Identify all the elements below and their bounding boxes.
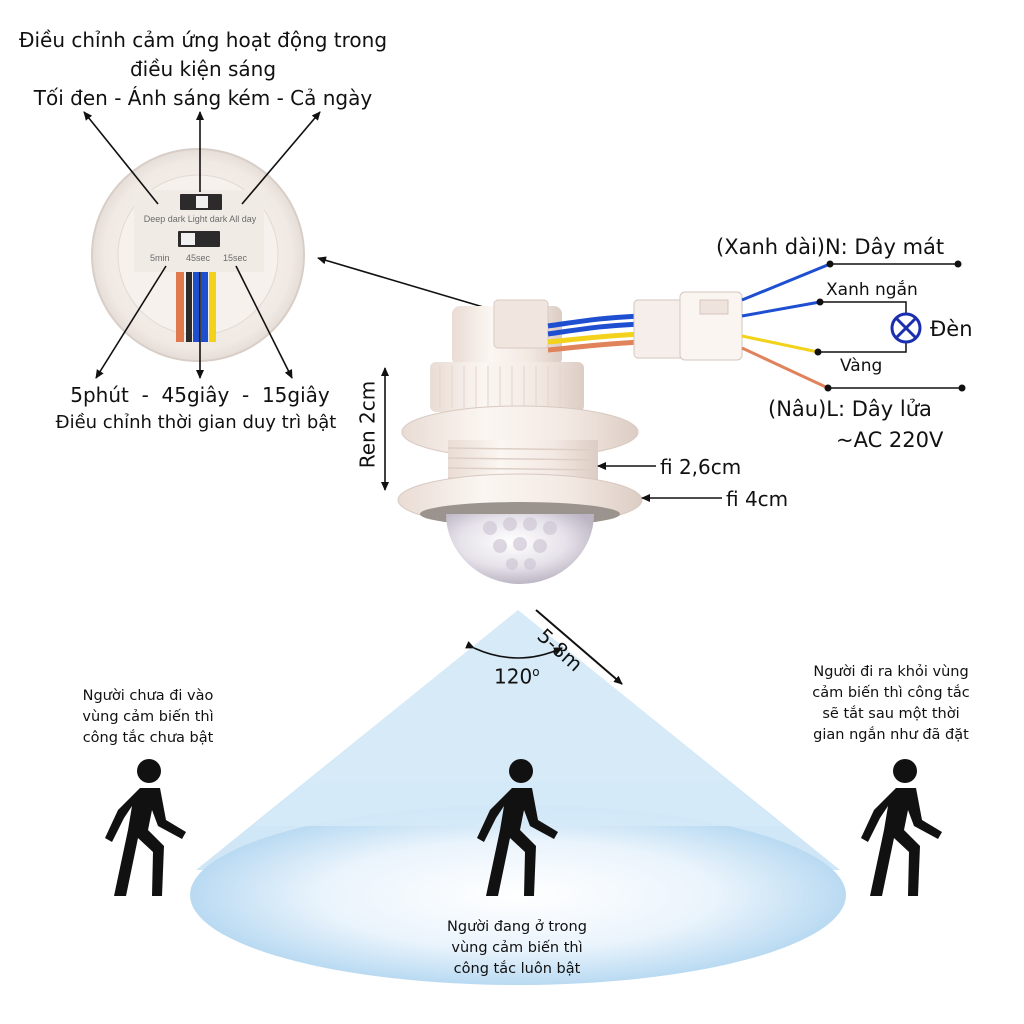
inner-diameter-label: fi 2,6cm xyxy=(660,455,742,479)
left-caption-line2: vùng cảm biến thì xyxy=(82,709,214,725)
time-label-5min: 5min xyxy=(150,253,170,263)
light-setting-title: Điều chỉnh cảm ứng hoạt động trong điều … xyxy=(8,26,398,113)
light-mode-labels: Deep dark Light dark All day xyxy=(143,214,257,224)
left-caption-line1: Người chưa đi vào xyxy=(82,688,214,704)
short-blue-wire-label: Xanh ngắn xyxy=(826,280,918,300)
yellow-wire-label: Vàng xyxy=(840,356,883,376)
right-caption-line4: gian ngắn như đã đặt xyxy=(813,727,969,743)
left-caption-line3: công tắc chưa bật xyxy=(82,730,214,746)
right-caption-line1: Người đi ra khỏi vùng xyxy=(813,664,969,680)
lamp-icon xyxy=(890,312,922,344)
center-caption-line3: công tắc luôn bật xyxy=(453,961,581,977)
time-setting-caption: Điều chỉnh thời gian duy trì bật xyxy=(55,412,337,433)
time-label-15sec: 15sec xyxy=(223,253,248,263)
person-left-icon xyxy=(105,759,186,896)
lamp-label: Đèn xyxy=(930,317,973,341)
sensor-product xyxy=(397,291,743,584)
closeup-pointer-arrow xyxy=(317,256,501,313)
right-caption-line2: cảm biến thì công tắc xyxy=(812,685,970,701)
light-arrows xyxy=(83,111,321,205)
person-right-icon xyxy=(861,759,942,896)
angle-label: 120o xyxy=(494,658,540,692)
wiring-schematic xyxy=(741,260,966,392)
angle-arc xyxy=(465,641,563,659)
neutral-wire-label: (Xanh dài)N: Dây mát xyxy=(716,235,945,259)
light-setting-line1: Điều chỉnh cảm ứng hoạt động trong xyxy=(18,28,388,52)
sensor-closeup xyxy=(91,148,305,362)
angle-unit: o xyxy=(532,665,540,679)
range-arrow xyxy=(535,609,623,685)
left-person-caption: Người chưa đi vào vùng cảm biến thì công… xyxy=(62,686,234,749)
detection-cone-upper xyxy=(253,610,783,826)
time-arrows xyxy=(95,265,293,379)
center-person-caption: Người đang ở trong vùng cảm biến thì côn… xyxy=(422,917,612,980)
detection-zone xyxy=(190,610,846,985)
person-center-icon xyxy=(477,759,558,896)
angle-value: 120 xyxy=(494,664,533,689)
center-caption-line2: vùng cảm biến thì xyxy=(451,940,583,956)
live-wire-label: (Nâu)L: Dây lửa xyxy=(768,397,932,421)
light-setting-line3: Tối đen - Ánh sáng kém - Cả ngày xyxy=(33,86,373,110)
right-person-caption: Người đi ra khỏi vùng cảm biến thì công … xyxy=(800,662,982,746)
voltage-label: ~AC 220V xyxy=(836,428,944,452)
thread-height-label: Ren 2cm xyxy=(355,380,380,469)
light-setting-line2: điều kiện sáng xyxy=(129,57,277,81)
right-caption-line3: sẽ tắt sau một thời xyxy=(822,706,960,722)
time-label-45sec: 45sec xyxy=(186,253,211,263)
time-values: 5phút - 45giây - 15giây xyxy=(70,383,330,407)
center-caption-line1: Người đang ở trong xyxy=(447,919,587,935)
detection-floor-ellipse xyxy=(190,805,846,985)
outer-diameter-label: fi 4cm xyxy=(726,487,789,511)
